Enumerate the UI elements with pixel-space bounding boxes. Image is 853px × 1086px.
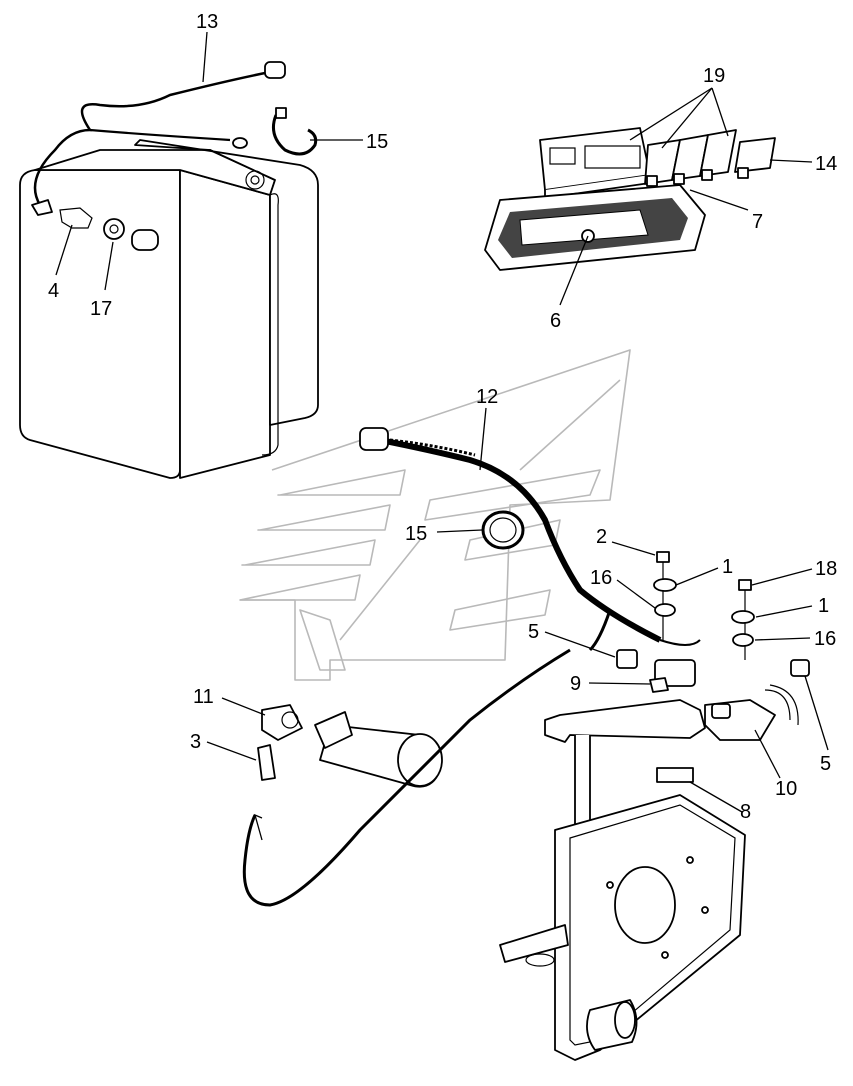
- callout-6: 6: [550, 310, 561, 332]
- callout-1: 1: [722, 556, 733, 578]
- fuel-filter-icon: [242, 648, 571, 907]
- control-panel-icon: [484, 127, 776, 271]
- callout-15: 15: [366, 131, 388, 153]
- mounting-plate-icon: [499, 699, 746, 1061]
- wire-harness-13: [31, 61, 286, 216]
- callout-16-right: 16: [814, 628, 836, 650]
- relay-and-hardware: [616, 551, 810, 783]
- callout-5-right: 5: [820, 753, 831, 775]
- callout-10: 10: [775, 778, 797, 800]
- callout-14: 14: [815, 153, 837, 175]
- callout-3: 3: [190, 731, 201, 753]
- hose-clamp-top: [272, 107, 318, 156]
- callout-12: 12: [476, 386, 498, 408]
- callout-11: 11: [193, 686, 214, 708]
- callout-16: 16: [590, 567, 612, 589]
- callout-labels: 13 15 4 17 19 14 7 6 12 15 2 1 16 18 1 1…: [48, 11, 837, 823]
- callout-13: 13: [196, 11, 218, 33]
- callout-2: 2: [596, 526, 607, 548]
- callout-1-right: 1: [818, 595, 829, 617]
- callout-5: 5: [528, 621, 539, 643]
- watermark-logo: [239, 349, 631, 681]
- callout-18: 18: [815, 558, 837, 580]
- callout-19: 19: [703, 65, 725, 87]
- callout-9: 9: [570, 673, 581, 695]
- leader-lines: [55, 31, 829, 813]
- fuel-tank-icon: [19, 139, 319, 479]
- callout-4: 4: [48, 280, 59, 302]
- callout-7: 7: [752, 211, 763, 233]
- callout-8: 8: [740, 801, 751, 823]
- callout-15-middle: 15: [405, 523, 427, 545]
- hose-clamp-middle: [481, 510, 525, 550]
- callout-17: 17: [90, 298, 112, 320]
